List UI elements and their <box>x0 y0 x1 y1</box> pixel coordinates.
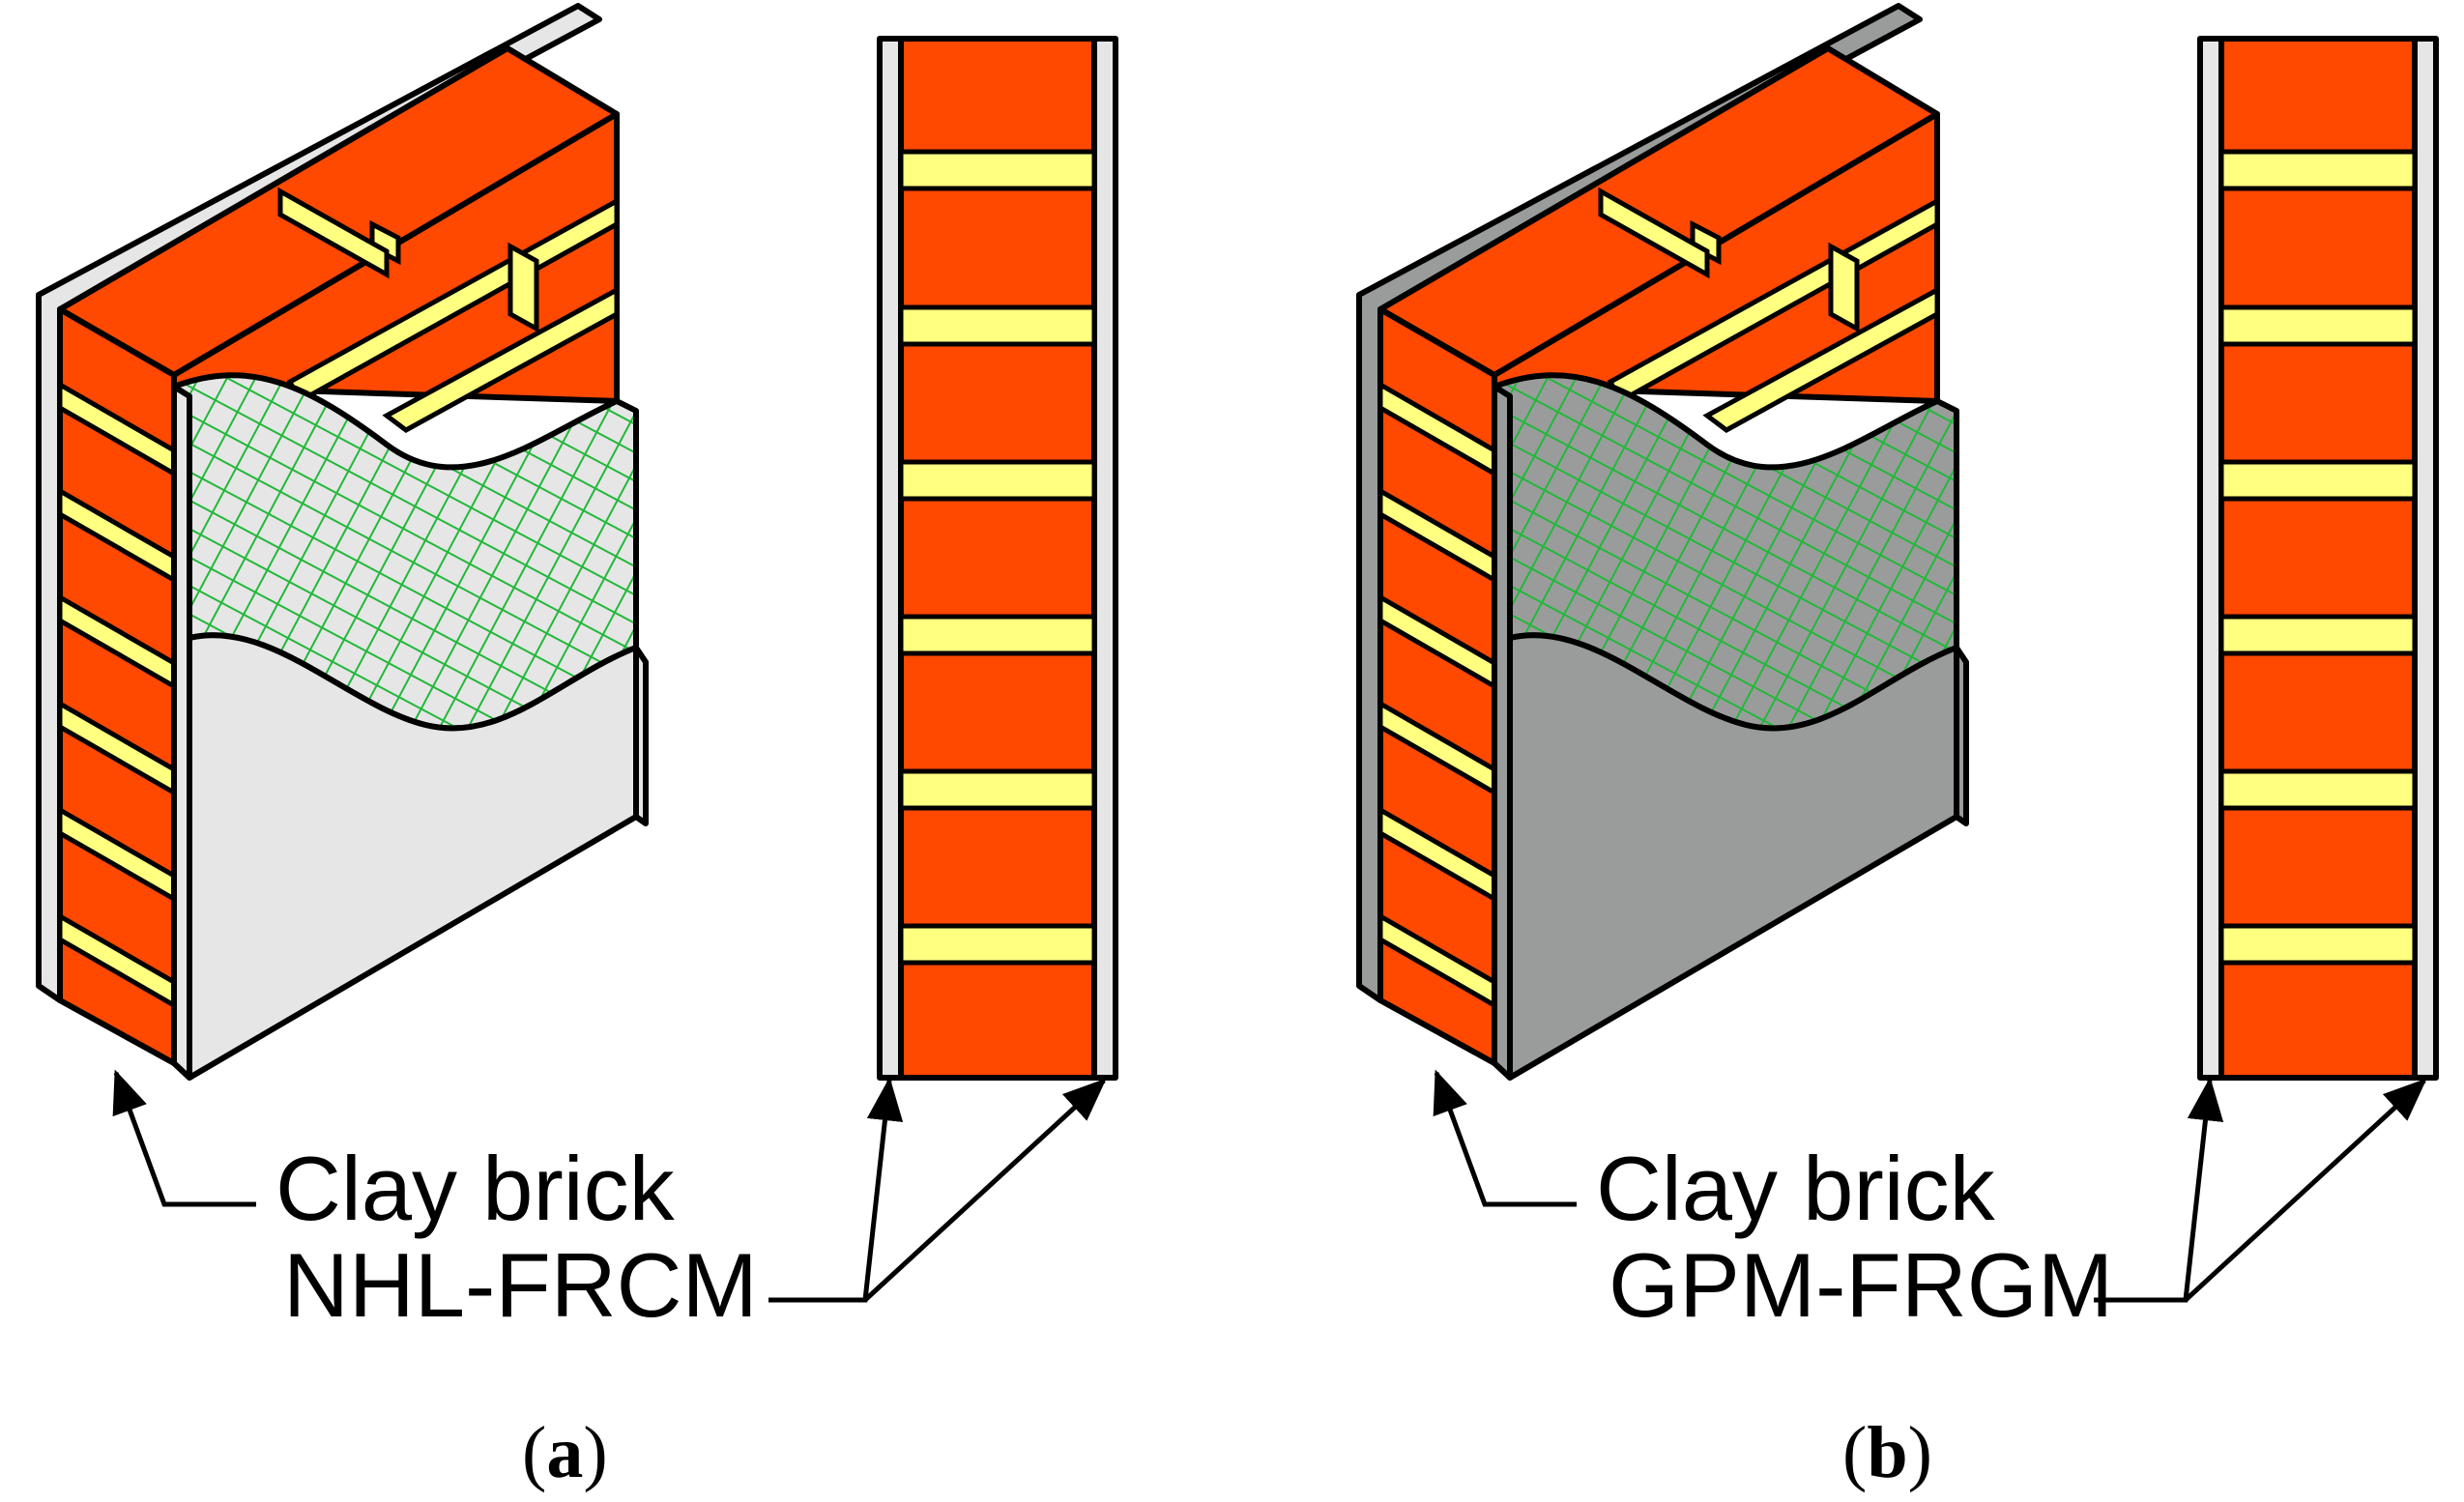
caption-a: (a) <box>522 1412 608 1493</box>
caption-b: (b) <box>1842 1412 1932 1493</box>
wall-isometric-a <box>36 3 649 1081</box>
section-mortar-b <box>2218 149 2418 966</box>
section-mortar-a <box>898 149 1097 966</box>
coating-front-a <box>187 632 639 1081</box>
label-coating-a: NHL-FRCM <box>283 1234 758 1336</box>
wall-isometric-b <box>1356 3 1969 1081</box>
section-coating-right-b <box>2412 36 2439 1081</box>
label-clay-brick-b: Clay brick <box>1596 1138 1996 1239</box>
leader-coating-b2 <box>2184 1078 2427 1302</box>
leader-brick-b <box>1433 1069 1577 1207</box>
panel-b: Clay brick GPM-FRGM (b) <box>1356 3 2439 1493</box>
leaders-b <box>1433 1069 2427 1303</box>
leader-brick-a <box>112 1069 256 1207</box>
mortar-joints-front-b <box>1377 380 1497 1010</box>
leader-coating-a1 <box>768 1077 904 1303</box>
mortar-joints-right-b <box>1598 187 1940 433</box>
section-coating-right-a <box>1091 36 1118 1081</box>
coating-front-b <box>1507 632 1959 1081</box>
label-coating-b: GPM-FRGM <box>1609 1234 2113 1336</box>
wall-section-b <box>2197 36 2439 1081</box>
coating-edge-b <box>1954 645 1969 826</box>
leaders-a <box>112 1069 1107 1303</box>
coating-left-edge-a <box>171 384 192 1081</box>
leader-coating-a2 <box>863 1078 1107 1302</box>
coating-left-edge-b <box>1492 384 1513 1081</box>
panel-a: Clay brick NHL-FRCM (a) <box>36 3 1118 1493</box>
section-coating-left-a <box>877 36 904 1081</box>
coating-edge-a <box>633 645 649 826</box>
wall-section-a <box>877 36 1118 1081</box>
section-coating-left-b <box>2197 36 2224 1081</box>
section-brick-a <box>898 36 1097 1081</box>
label-clay-brick-a: Clay brick <box>275 1138 676 1239</box>
section-brick-b <box>2218 36 2418 1081</box>
